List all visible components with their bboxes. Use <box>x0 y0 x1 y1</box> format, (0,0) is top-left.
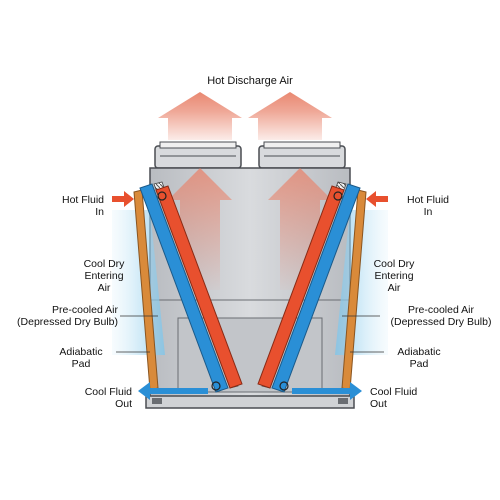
fan-left <box>154 141 242 169</box>
cool-fluid-out-arrows <box>138 382 362 400</box>
precooled-air-right-label: Pre-cooled Air(Depressed Dry Bulb) <box>390 304 492 328</box>
hot-fluid-in-arrows <box>112 191 388 207</box>
fan-right <box>258 141 346 169</box>
cool-coils <box>139 183 361 393</box>
precooled-air-left-label: Pre-cooled Air(Depressed Dry Bulb) <box>17 304 118 328</box>
leader-lines <box>116 315 384 353</box>
hot-coils <box>155 185 345 391</box>
hot-discharge-air-arrows <box>158 92 332 140</box>
hot-discharge-air-label: Hot Discharge Air <box>207 75 293 87</box>
